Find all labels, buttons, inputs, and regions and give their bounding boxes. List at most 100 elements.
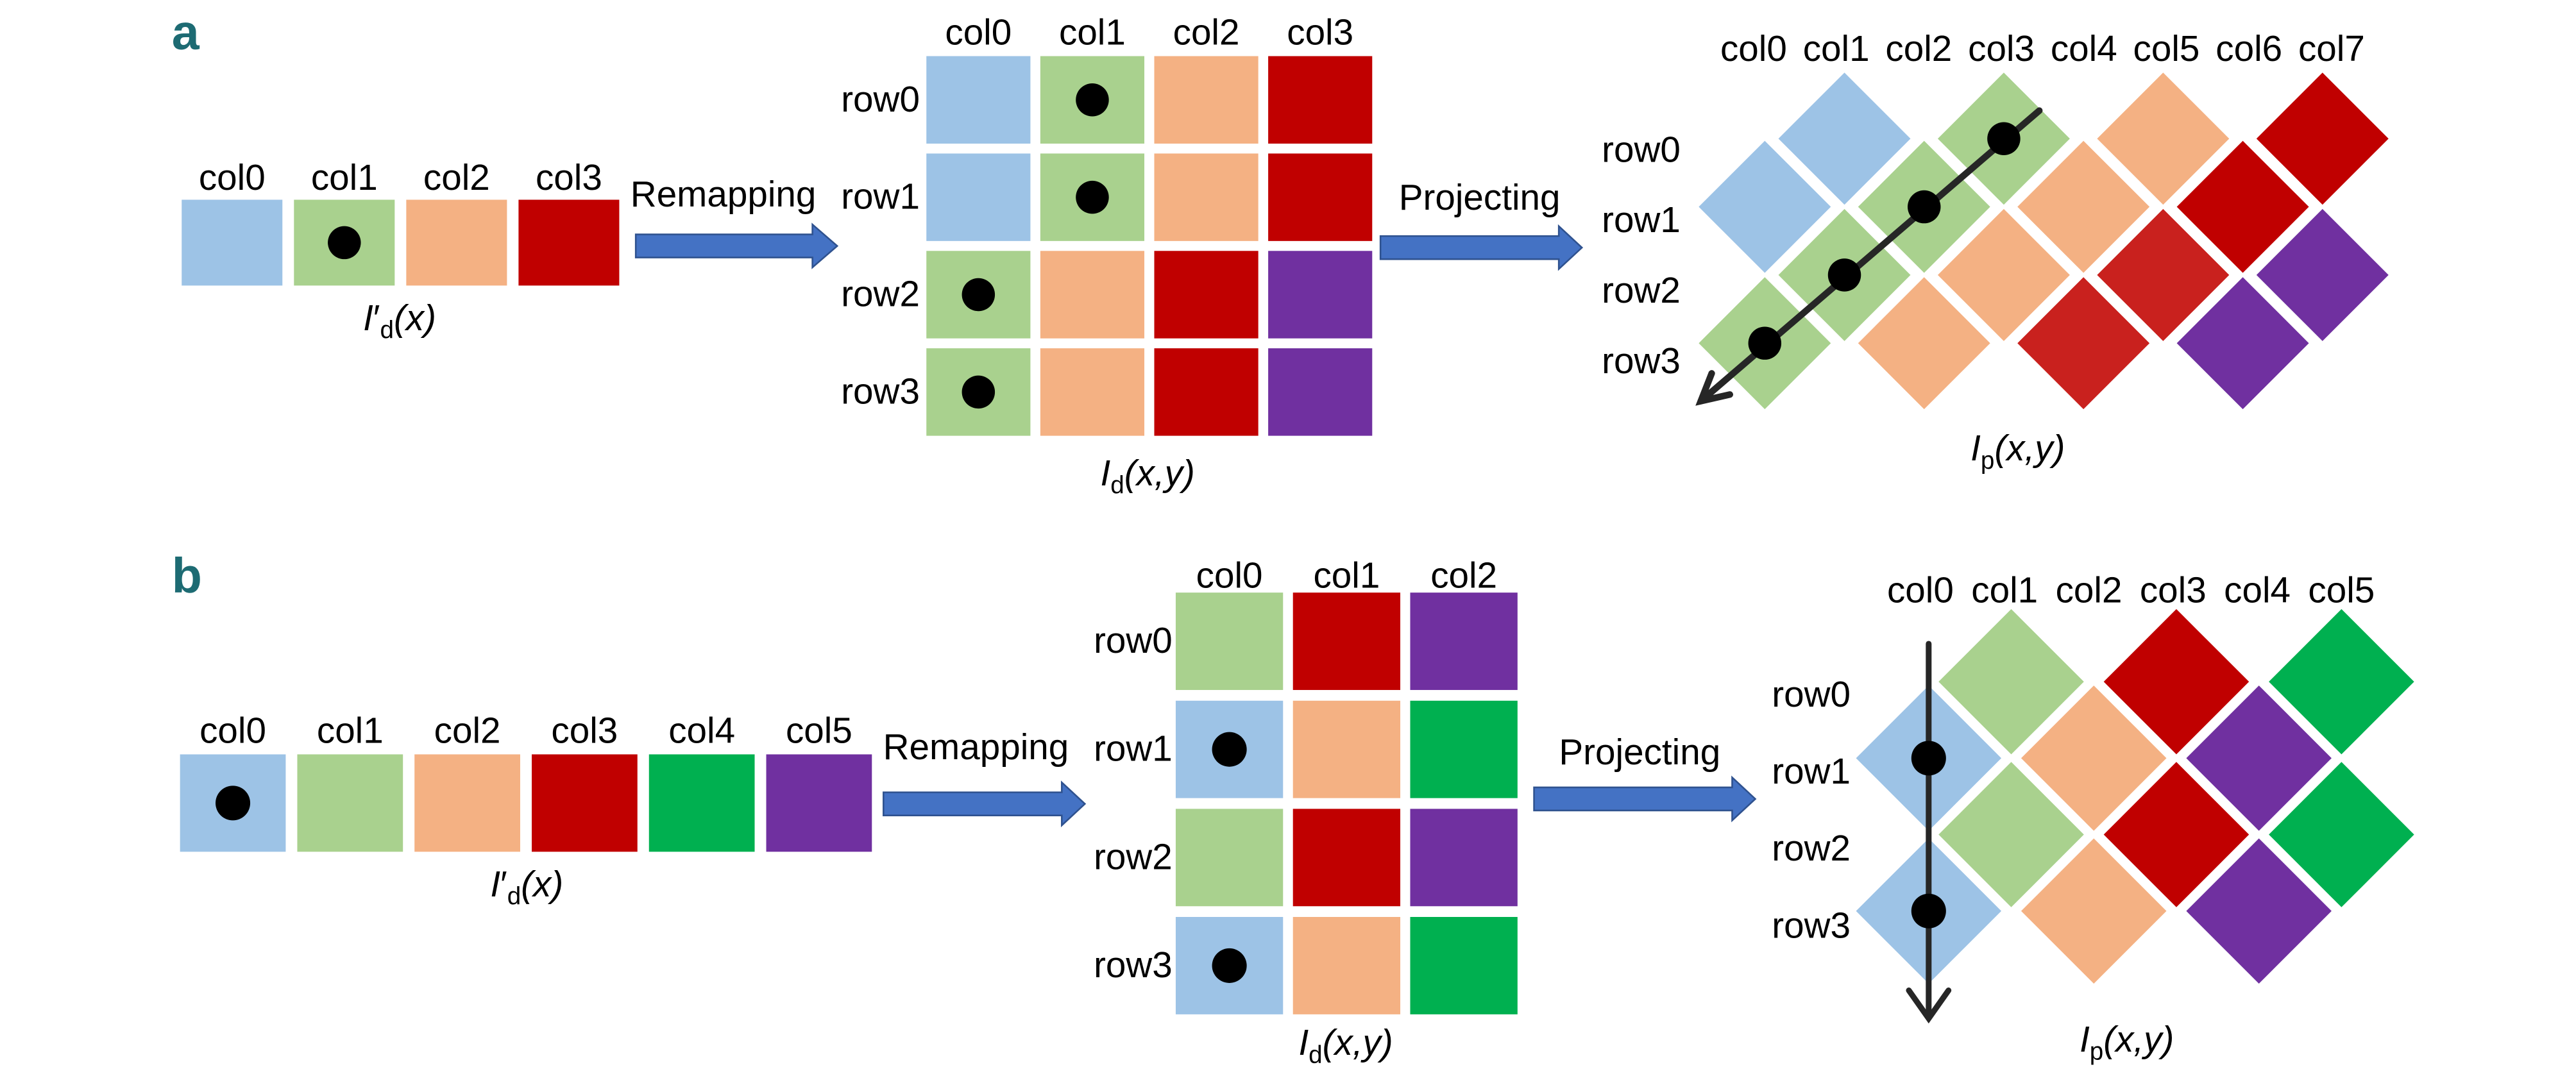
remapping-arrow <box>634 223 839 269</box>
marker-dot <box>1076 180 1109 214</box>
arrowhead-icon <box>1906 987 1952 1024</box>
marker-dot <box>1076 83 1109 117</box>
grid-cell-row2-col3 <box>1268 251 1373 339</box>
grid-cell-row0-col0 <box>1175 592 1284 691</box>
strip-cell-col4 <box>648 754 755 852</box>
grid-cell-row0-col2 <box>1410 592 1518 691</box>
strip-column-label: col4 <box>668 710 735 751</box>
projection-column-label: col6 <box>2216 29 2282 69</box>
strip-cell-col0 <box>182 199 283 286</box>
projection-row-label: row2 <box>1602 271 1681 311</box>
strip-column-label: col0 <box>199 710 266 751</box>
marker-dot <box>1907 190 1941 224</box>
strip-column-label: col1 <box>317 710 384 751</box>
grid-row-label: row2 <box>1094 837 1173 877</box>
projection-column-label: col4 <box>2051 29 2117 69</box>
caption-args: (x,y) <box>1994 428 2065 469</box>
caption-subscript: p <box>2090 1038 2103 1066</box>
projected-diamond-row1-2 <box>2186 685 2332 831</box>
grid-cell-row3-col2 <box>1154 348 1258 436</box>
projection-row-label: row3 <box>1772 905 1851 946</box>
strip-cell-col5 <box>766 754 872 852</box>
caption-args: (x,y) <box>2103 1020 2174 1060</box>
projected-diamond-row0-0 <box>1938 609 2084 755</box>
strip-column-label: col2 <box>434 710 501 751</box>
marker-dot <box>328 226 361 260</box>
projecting-arrow <box>1379 224 1584 271</box>
caption-symbol: I <box>1298 1023 1309 1063</box>
projected-diamond-row0-1 <box>2103 609 2250 755</box>
projected-diamond-row3-2 <box>2186 838 2332 984</box>
projection-row-label: row3 <box>1602 341 1681 382</box>
grid-cell-row0-col2 <box>1154 56 1258 144</box>
projected-diamond-row3-1 <box>1858 277 1990 410</box>
projection-row-label: row2 <box>1772 828 1851 869</box>
grid-column-label: col1 <box>1313 555 1380 596</box>
panel-b-label: b <box>172 548 202 603</box>
marker-dot <box>216 786 251 821</box>
projected-diamond-row3-1 <box>2021 838 2167 984</box>
grid-row-label: row3 <box>1094 945 1173 986</box>
projection-column-label: col0 <box>1720 29 1787 69</box>
grid-column-label: col1 <box>1059 13 1126 53</box>
projected-diamond-row3-3 <box>2176 277 2309 410</box>
grid-row-label: row0 <box>1094 621 1173 661</box>
strip-caption: I′d(x) <box>363 298 436 344</box>
grid-cell-row3-col3 <box>1268 348 1373 436</box>
arrowhead-icon <box>1695 370 1734 406</box>
remapping-arrow <box>883 780 1087 828</box>
marker-dot <box>962 278 996 312</box>
caption-subscript: d <box>380 317 393 344</box>
projection-column-label: col4 <box>2224 571 2291 611</box>
strip-cell-col2 <box>414 754 520 852</box>
projecting-label: Projecting <box>1399 178 1561 218</box>
strip-column-label: col2 <box>423 158 490 198</box>
grid-cell-row1-col2 <box>1154 153 1258 241</box>
grid-caption: Id(x,y) <box>1101 453 1195 500</box>
projected-diamond-row1-1 <box>2021 685 2167 831</box>
panel-a-label: a <box>172 5 200 60</box>
grid-column-label: col0 <box>945 13 1012 53</box>
grid-cell-row1-col1 <box>1292 700 1401 798</box>
caption-prime: ′ <box>373 298 380 339</box>
grid-cell-row0-col1 <box>1292 592 1401 691</box>
projection-row-label: row1 <box>1772 752 1851 792</box>
grid-cell-row1-col2 <box>1410 700 1518 798</box>
projected-diamond-row1-3 <box>2176 140 2309 273</box>
projected-diamond-row2-1 <box>1937 208 2070 341</box>
strip-column-label: col3 <box>536 158 602 198</box>
projected-diamond-row3-2 <box>2017 277 2150 410</box>
projection-column-label: col3 <box>1968 29 2035 69</box>
caption-subscript: p <box>1981 447 1994 475</box>
projection-row-label: row0 <box>1602 130 1681 170</box>
caption-symbol: I <box>363 298 373 339</box>
grid-cell-row0-col0 <box>926 56 1031 144</box>
grid-row-label: row0 <box>841 80 920 120</box>
caption-symbol: I <box>490 864 500 905</box>
projection-column-label: col3 <box>2140 571 2207 611</box>
strip-cell-col2 <box>406 199 507 286</box>
projected-diamond-row2-1 <box>2103 762 2250 907</box>
projection-column-label: col2 <box>2056 571 2123 611</box>
caption-subscript: d <box>1309 1041 1322 1067</box>
projection-column-label: col7 <box>2298 29 2365 69</box>
grid-row-label: row3 <box>841 371 920 412</box>
grid-column-label: col2 <box>1173 13 1240 53</box>
strip-column-label: col5 <box>786 710 852 751</box>
projection-row-label: row0 <box>1772 675 1851 715</box>
grid-cell-row3-col1 <box>1040 348 1145 436</box>
grid-cell-row2-col2 <box>1410 809 1518 907</box>
caption-symbol: I <box>2080 1020 2090 1060</box>
strip-cell-col3 <box>531 754 638 852</box>
projection-caption: Ip(x,y) <box>1970 428 2065 475</box>
projected-diamond-row1-0 <box>1699 140 1831 273</box>
grid-cell-row2-col1 <box>1040 251 1145 339</box>
marker-dot <box>1911 893 1946 928</box>
marker-dot <box>1212 948 1247 983</box>
caption-subscript: d <box>1110 472 1124 500</box>
